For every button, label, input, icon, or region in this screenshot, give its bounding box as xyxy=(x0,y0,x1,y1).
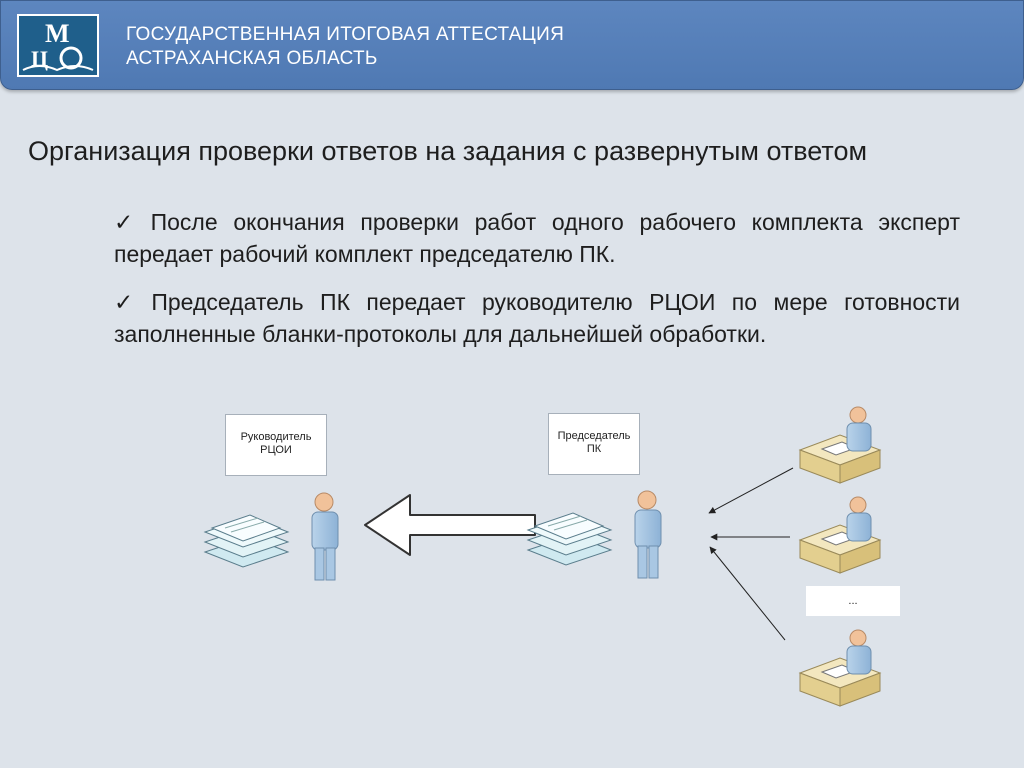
svg-text:M: M xyxy=(45,19,70,48)
checkmark-icon: ✓ xyxy=(114,209,143,235)
slide-title: Организация проверки ответов на задания … xyxy=(28,136,868,166)
paper-stack-icon xyxy=(203,514,290,568)
label-head-rcoi-line2: РЦОИ xyxy=(260,444,292,456)
expert-arrow-1 xyxy=(708,467,794,514)
bullet-item-2: ✓Председатель ПК передает руководителю Р… xyxy=(114,286,960,350)
checkmark-icon: ✓ xyxy=(114,289,144,315)
label-head-rcoi-line1: Руководитель xyxy=(240,431,312,443)
ellipsis-text: ... xyxy=(848,595,858,607)
bullet-text-1: После окончания проверки работ одного ра… xyxy=(114,209,960,267)
expert-at-desk-icon xyxy=(798,406,882,484)
label-chairman-pk-line2: ПК xyxy=(586,443,602,455)
bullet-list: ✓После окончания проверки работ одного р… xyxy=(114,206,960,366)
mco-logo: M Ц xyxy=(17,14,99,77)
paper-stack-icon xyxy=(526,512,613,566)
label-chairman-pk-line1: Председатель xyxy=(557,430,631,442)
label-ellipsis: ... xyxy=(806,586,900,616)
header-title: ГОСУДАРСТВЕННАЯ ИТОГОВАЯ АТТЕСТАЦИЯ АСТР… xyxy=(126,23,564,71)
expert-at-desk-icon xyxy=(798,629,882,707)
svg-text:Ц: Ц xyxy=(31,46,48,71)
person-chairman-icon xyxy=(634,490,662,579)
label-chairman-pk: Председатель ПК xyxy=(548,413,640,475)
header-bar: M Ц ГОСУДАРСТВЕННАЯ ИТОГОВАЯ АТТЕСТАЦИЯ … xyxy=(0,0,1024,90)
header-title-line1: ГОСУДАРСТВЕННАЯ ИТОГОВАЯ АТТЕСТАЦИЯ xyxy=(126,24,565,45)
transfer-arrow xyxy=(364,494,536,556)
bullet-text-2: Председатель ПК передает руководителю РЦ… xyxy=(114,289,960,347)
bullet-item-1: ✓После окончания проверки работ одного р… xyxy=(114,206,960,270)
header-title-line2: АСТРАХАНСКАЯ ОБЛАСТЬ xyxy=(126,48,378,69)
label-head-rcoi: Руководитель РЦОИ xyxy=(225,414,327,476)
person-head-rcoi-icon xyxy=(311,492,339,581)
expert-at-desk-icon xyxy=(798,496,882,574)
expert-arrow-3 xyxy=(709,546,786,641)
